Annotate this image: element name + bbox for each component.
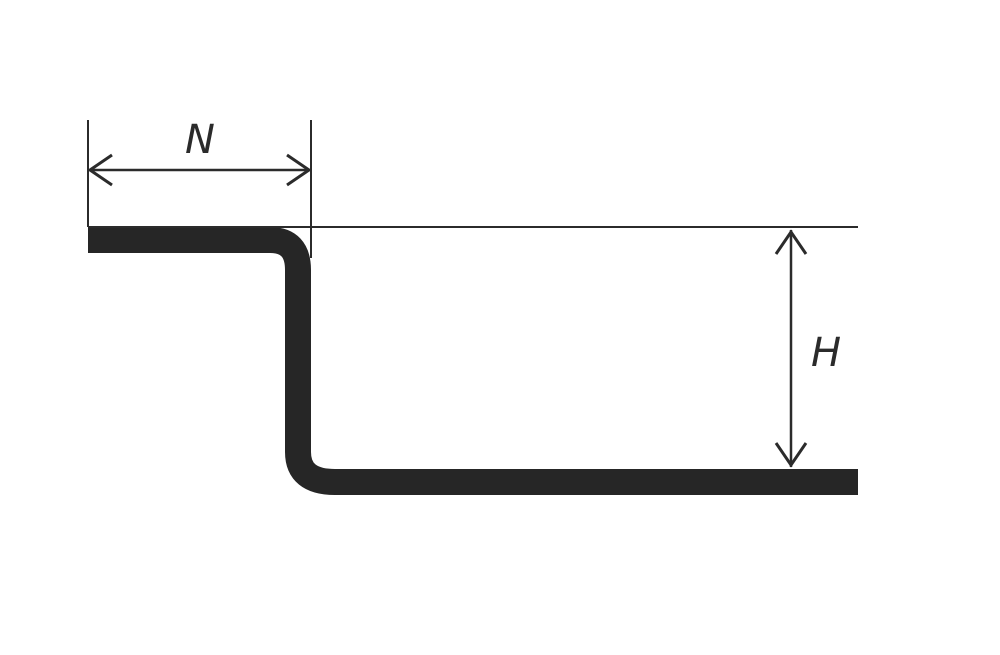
n-arrow-left-icon (87, 153, 113, 187)
h-arrow-top-icon (774, 229, 808, 255)
label-h: H (811, 330, 841, 376)
n-arrow-right-icon (286, 153, 312, 187)
h-arrow-bottom-icon (774, 442, 808, 468)
sheet-profile (88, 227, 858, 495)
label-n: N (185, 117, 215, 163)
